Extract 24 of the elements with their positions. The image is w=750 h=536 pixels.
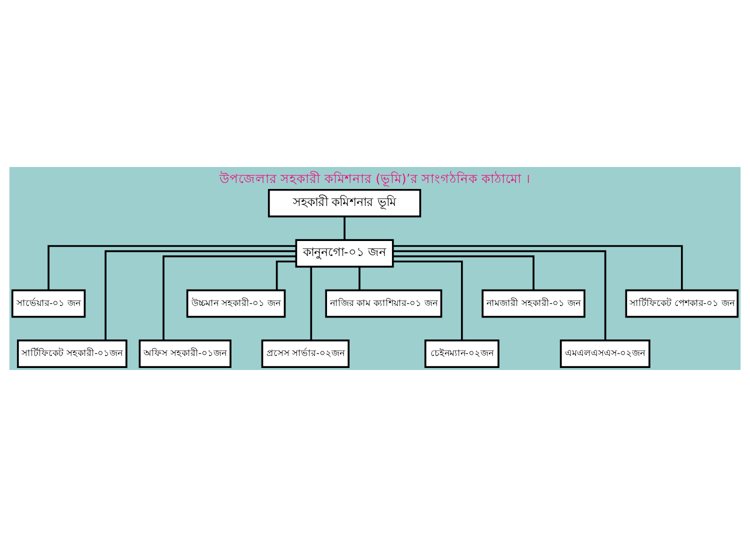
node-box: সার্টিফিকেট সহকারী-০১জন [16,339,128,368]
node-box: চেইনম্যান-০২জন [424,339,500,368]
connector [393,250,606,340]
connector [393,244,683,290]
connector [162,254,296,340]
node-box: সার্টিফিকেট পেশকার-০১ জন [625,288,739,318]
connector [358,266,360,290]
node-box: নামজারী সহকারী-০১ জন [482,288,586,318]
node-box: সার্ভেয়ার-০১ জন [11,288,86,318]
connector [344,216,346,240]
connector [48,244,296,290]
node-box: প্রসেস সার্ভার-০২জন [261,339,350,368]
node-box: অফিস সহকারী-০১জন [138,339,232,368]
connector [392,254,534,290]
node-box: কানুনগো-০১ জন [295,238,394,268]
node-box: সহকারী কমিশনার ভূমি [268,188,422,217]
node-box: নাজির কাম ক্যাশিয়ার-০১ জন [325,288,442,318]
connector [276,260,296,290]
connector [104,250,296,340]
node-box: উচ্চমান সহকারী-০১ জন [186,288,286,318]
node-box: এমএলএসএস-০২জন [560,339,650,368]
connector [310,266,312,340]
diagram-title: উপজেলার সহকারী কমিশনার (ভূমি)’র সাংগঠনিক কাঠামো । [220,170,530,186]
connector [392,260,463,340]
